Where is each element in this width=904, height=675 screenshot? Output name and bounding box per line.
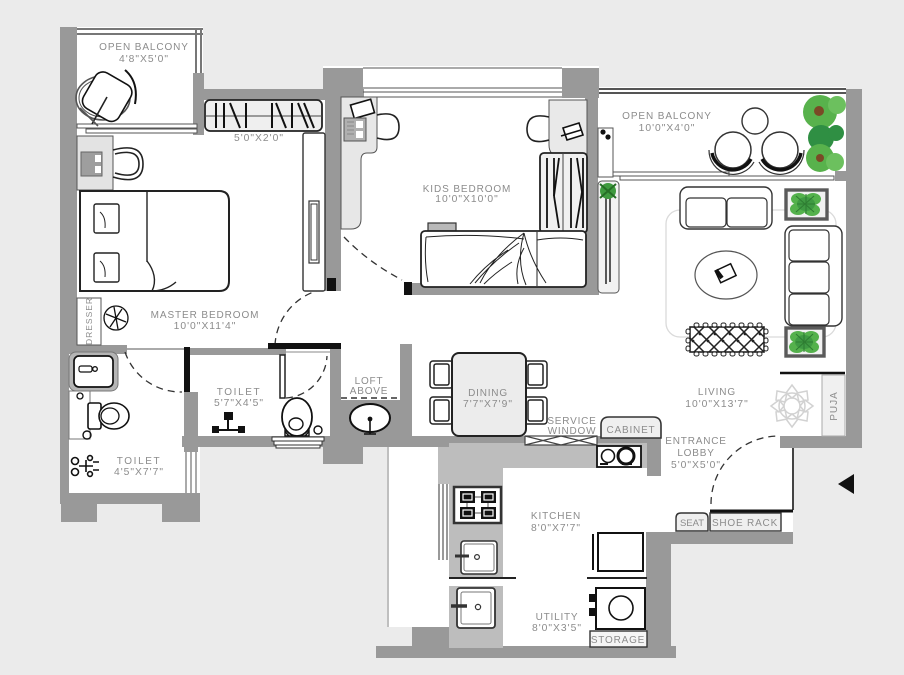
svg-text:PUJA: PUJA <box>829 391 840 421</box>
svg-text:TOILET: TOILET <box>217 387 261 398</box>
svg-text:10'0"X10'0": 10'0"X10'0" <box>435 194 498 205</box>
svg-text:LOBBY: LOBBY <box>677 448 714 459</box>
svg-text:LOFT: LOFT <box>355 376 384 387</box>
svg-text:SEAT: SEAT <box>680 518 704 529</box>
svg-text:5'0"X5'0": 5'0"X5'0" <box>671 460 721 471</box>
svg-text:LIVING: LIVING <box>698 387 736 398</box>
svg-text:OPEN BALCONY: OPEN BALCONY <box>622 111 712 122</box>
svg-text:UTILITY: UTILITY <box>536 612 579 623</box>
svg-text:SERVICE: SERVICE <box>547 416 596 427</box>
svg-text:STORAGE: STORAGE <box>591 635 645 646</box>
svg-text:ENTRANCE: ENTRANCE <box>665 436 726 447</box>
svg-text:CABINET: CABINET <box>607 425 656 436</box>
svg-text:OPEN BALCONY: OPEN BALCONY <box>99 42 189 53</box>
svg-text:10'0"X13'7": 10'0"X13'7" <box>685 399 748 410</box>
svg-text:7'7"X7'9": 7'7"X7'9" <box>463 399 513 410</box>
svg-text:5'0"X2'0": 5'0"X2'0" <box>234 133 284 144</box>
svg-text:SHOE RACK: SHOE RACK <box>712 518 778 529</box>
svg-text:8'0"X3'5": 8'0"X3'5" <box>532 623 582 634</box>
svg-text:8'0"X7'7": 8'0"X7'7" <box>531 523 581 534</box>
svg-text:ABOVE: ABOVE <box>350 386 388 397</box>
svg-text:TOILET: TOILET <box>117 456 161 467</box>
svg-text:DRESSER: DRESSER <box>84 297 94 345</box>
svg-text:MASTER BEDROOM: MASTER BEDROOM <box>151 310 260 321</box>
svg-text:WINDOW: WINDOW <box>548 426 597 437</box>
svg-text:10'0"X4'0": 10'0"X4'0" <box>639 123 696 134</box>
svg-text:KITCHEN: KITCHEN <box>531 511 581 522</box>
svg-text:KIDS BEDROOM: KIDS BEDROOM <box>423 184 512 195</box>
svg-text:5'7"X4'5": 5'7"X4'5" <box>214 398 264 409</box>
svg-text:4'5"X7'7": 4'5"X7'7" <box>114 467 164 478</box>
svg-text:DINING: DINING <box>468 388 508 399</box>
svg-text:4'8"X5'0": 4'8"X5'0" <box>119 54 169 65</box>
svg-text:10'0"X11'4": 10'0"X11'4" <box>174 321 237 332</box>
